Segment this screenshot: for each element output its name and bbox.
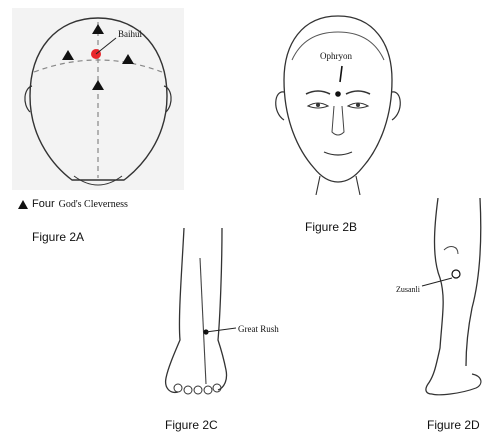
figure-2a-caption: Figure 2A bbox=[32, 230, 84, 244]
zusanli-leader-line bbox=[422, 278, 452, 286]
figure-2a-legend: Four God's Cleverness bbox=[18, 198, 128, 210]
figure-2c-illustration: Great Rush bbox=[160, 228, 300, 416]
figure-2d: Zusanli bbox=[380, 198, 489, 404]
great-rush-label: Great Rush bbox=[238, 324, 279, 334]
figure-2d-illustration: Zusanli bbox=[380, 198, 489, 404]
face-outline bbox=[284, 16, 392, 182]
leg-front-edge bbox=[426, 198, 443, 394]
leg-left-edge bbox=[166, 228, 184, 392]
left-eyebrow bbox=[306, 91, 330, 94]
great-rush-leader-line bbox=[206, 328, 236, 332]
knee-detail bbox=[444, 247, 458, 254]
ophryon-leader-line bbox=[340, 66, 342, 82]
figure-2b: Ophryon bbox=[258, 10, 418, 195]
neck bbox=[316, 176, 360, 195]
toe-2 bbox=[184, 386, 192, 394]
figure-2b-illustration: Ophryon bbox=[258, 10, 418, 195]
figure-2a-illustration: Baihui bbox=[12, 8, 184, 190]
left-pupil bbox=[316, 103, 320, 107]
right-pupil bbox=[356, 103, 360, 107]
toe-3 bbox=[194, 386, 202, 394]
figure-2d-caption: Figure 2D bbox=[427, 418, 480, 432]
toe-4 bbox=[204, 386, 212, 394]
foot-outline bbox=[432, 374, 481, 395]
figure-2c: Great Rush bbox=[160, 228, 300, 416]
figure-2c-caption: Figure 2C bbox=[165, 418, 218, 432]
mouth bbox=[324, 152, 352, 155]
nose bbox=[332, 106, 344, 135]
left-ear bbox=[276, 92, 284, 120]
toe-5 bbox=[213, 384, 221, 392]
ophryon-label: Ophryon bbox=[320, 51, 352, 61]
leg-right-edge bbox=[218, 228, 227, 390]
toe-1 bbox=[174, 384, 182, 392]
leg-back-edge bbox=[466, 198, 481, 366]
ophryon-point bbox=[335, 91, 341, 97]
right-eyebrow bbox=[346, 91, 370, 94]
figure-2b-caption: Figure 2B bbox=[305, 220, 357, 234]
figure-2a: Baihui bbox=[12, 8, 184, 190]
zusanli-label: Zusanli bbox=[396, 285, 421, 294]
tendon-line bbox=[200, 258, 206, 384]
baihui-label: Baihui bbox=[118, 29, 142, 39]
legend-text: God's Cleverness bbox=[59, 199, 128, 210]
black-triangle-icon bbox=[18, 200, 28, 209]
right-ear bbox=[392, 92, 400, 120]
legend-prefix: Four bbox=[32, 198, 55, 210]
zusanli-point bbox=[452, 270, 460, 278]
